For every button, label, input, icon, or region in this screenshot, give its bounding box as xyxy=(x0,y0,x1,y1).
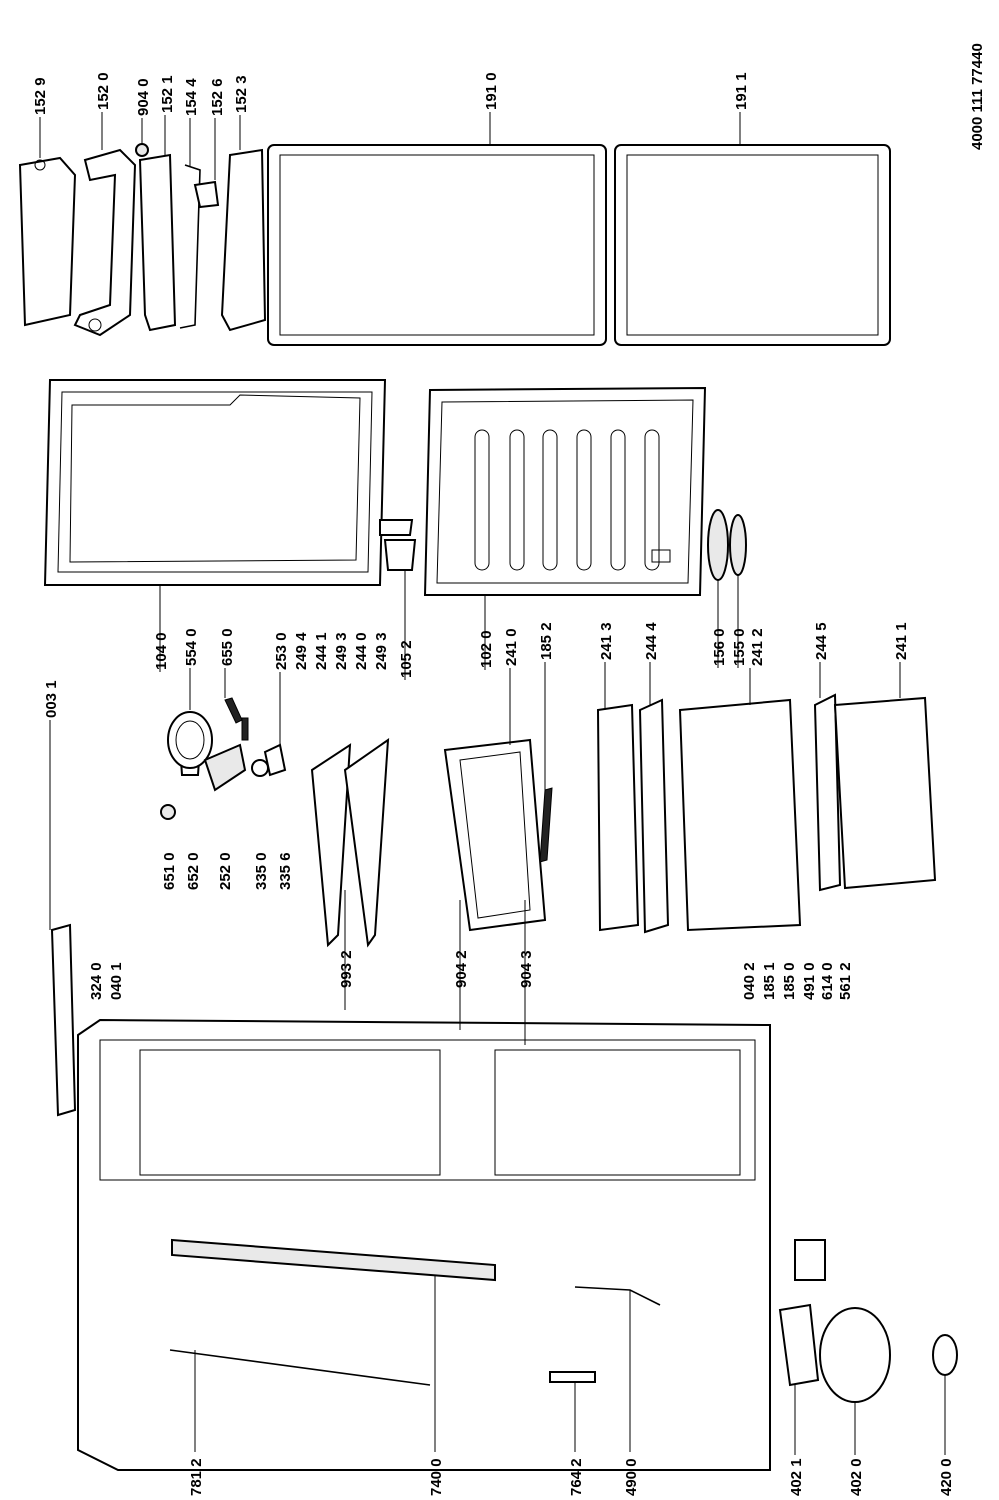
drier-part-7642 xyxy=(549,1371,596,1383)
label-4020: 402 0 xyxy=(848,1458,865,1496)
label-6510: 651 0 xyxy=(161,852,178,890)
label-2440: 244 0 xyxy=(353,632,370,670)
label-4200: 420 0 xyxy=(938,1458,955,1496)
label-0031: 003 1 xyxy=(43,680,60,718)
hinge-part-1052 xyxy=(379,519,417,571)
label-2520: 252 0 xyxy=(217,852,234,890)
label-1550: 155 0 xyxy=(731,628,748,666)
tube-part-7812 xyxy=(169,1349,431,1386)
label-1852: 185 2 xyxy=(538,622,555,660)
label-1521: 152 1 xyxy=(159,75,176,113)
label-2410: 241 0 xyxy=(503,628,520,666)
label-1560: 156 0 xyxy=(711,628,728,666)
label-1850: 185 0 xyxy=(781,962,798,1000)
cap-part-3350 xyxy=(251,759,269,777)
handle-part-1529 xyxy=(18,156,77,327)
label-4900: 490 0 xyxy=(623,1458,640,1496)
label-6520: 652 0 xyxy=(185,852,202,890)
trim-part-1523 xyxy=(220,148,267,332)
label-2444: 244 4 xyxy=(643,622,660,660)
label-5612: 561 2 xyxy=(837,962,854,1000)
condenser-part-7400 xyxy=(171,1238,496,1282)
label-7812: 781 2 xyxy=(188,1458,205,1496)
label-1529: 152 9 xyxy=(32,77,49,115)
label-1520: 152 0 xyxy=(95,72,112,110)
hinge-part-1560 xyxy=(707,509,729,581)
label-3350: 335 0 xyxy=(253,852,270,890)
label-5540: 554 0 xyxy=(183,628,200,666)
trim-part-1521 xyxy=(138,153,177,332)
rail-part-1852 xyxy=(539,787,553,863)
label-2493b: 249 3 xyxy=(373,632,390,670)
label-1040: 104 0 xyxy=(153,632,170,670)
drawer-part-2411 xyxy=(833,696,937,890)
label-2445: 244 5 xyxy=(813,622,830,660)
label-1851: 185 1 xyxy=(761,962,778,1000)
cabinet-body xyxy=(77,1018,771,1471)
screw-part-9040 xyxy=(135,143,149,157)
document-number: 4000 111 77440 xyxy=(969,43,986,150)
cover-part-0031 xyxy=(50,923,77,1117)
shelf-glass-part-2440 xyxy=(343,737,390,948)
label-1910: 191 0 xyxy=(483,72,500,110)
door-gasket-part-1910 xyxy=(267,144,607,346)
label-2494: 249 4 xyxy=(293,632,310,670)
spring-part-3356 xyxy=(241,717,249,741)
compressor-part-4020 xyxy=(819,1307,891,1403)
label-1526: 152 6 xyxy=(209,78,226,116)
label-4021: 402 1 xyxy=(788,1458,805,1496)
bulb-part-6550 xyxy=(224,697,243,724)
door-gasket-part-1911 xyxy=(614,144,891,346)
label-0401: 040 1 xyxy=(108,962,125,1000)
relay-part-4910 xyxy=(794,1239,826,1281)
label-2493a: 249 3 xyxy=(333,632,350,670)
cover-part-2444 xyxy=(638,698,670,934)
label-9043: 904 3 xyxy=(518,950,535,988)
label-1523: 152 3 xyxy=(233,75,250,113)
label-6550: 655 0 xyxy=(219,628,236,666)
label-7400: 740 0 xyxy=(428,1458,445,1496)
label-3240: 324 0 xyxy=(88,962,105,1000)
label-3356: 335 6 xyxy=(277,852,294,890)
part-labels: 152 9 152 0 904 0 152 1 154 4 152 6 152 … xyxy=(32,43,986,1496)
drawer-part-2413 xyxy=(596,703,640,932)
label-7642: 764 2 xyxy=(568,1458,585,1496)
lamp-housing-part-2520 xyxy=(203,743,247,792)
drawer-part-2412 xyxy=(678,698,802,932)
label-2441: 244 1 xyxy=(313,632,330,670)
knob-part-6510 xyxy=(160,804,176,820)
fridge-door-part-1040 xyxy=(43,379,387,586)
label-2412: 241 2 xyxy=(749,628,766,666)
label-1052: 105 2 xyxy=(398,640,415,678)
label-4910: 491 0 xyxy=(801,962,818,1000)
clip-part-1526 xyxy=(193,180,220,209)
label-2413: 241 3 xyxy=(598,622,615,660)
handle-bracket-part-1520 xyxy=(73,148,137,337)
label-9932: 993 2 xyxy=(338,950,355,988)
label-2411: 241 1 xyxy=(893,622,910,660)
drawer-part-2410 xyxy=(443,738,547,932)
rod-part-1544 xyxy=(179,164,201,329)
label-1544: 154 4 xyxy=(183,78,200,116)
relay-cover-part-4021 xyxy=(778,1303,820,1387)
label-0402: 040 2 xyxy=(741,962,758,1000)
label-1911: 191 1 xyxy=(733,72,750,110)
cover-part-2445 xyxy=(813,693,842,892)
capacitor-part-4200 xyxy=(932,1334,958,1376)
hinge-part-1550 xyxy=(729,514,747,576)
ring-part-5540 xyxy=(167,711,213,769)
label-9040: 904 0 xyxy=(135,78,152,116)
label-2530: 253 0 xyxy=(273,632,290,670)
label-1020: 102 0 xyxy=(478,630,495,668)
freezer-door-part-1020 xyxy=(423,386,707,596)
label-9042: 904 2 xyxy=(453,950,470,988)
leader-lines xyxy=(39,112,946,1455)
label-6140: 614 0 xyxy=(819,962,836,1000)
shelf-glass-part-2441 xyxy=(310,743,352,948)
